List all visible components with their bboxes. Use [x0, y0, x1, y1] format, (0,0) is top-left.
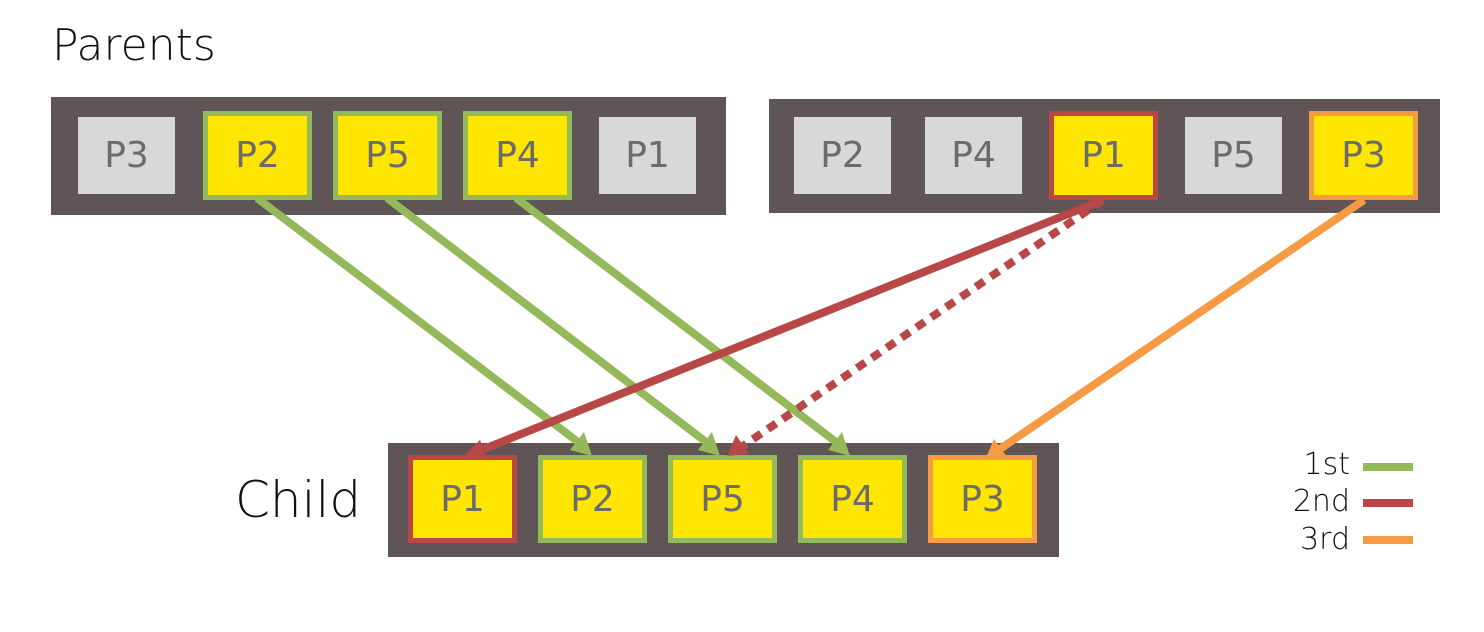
legend-label-third: 3rd [1300, 522, 1350, 557]
legend-swatch-first [1363, 463, 1413, 471]
parent-a-cell: P4 [463, 111, 572, 200]
child-cell: P4 [798, 455, 907, 543]
legend-label-second: 2nd [1292, 484, 1350, 519]
legend-swatch-second [1363, 499, 1413, 507]
parent-b-cell: P5 [1185, 117, 1282, 194]
arrow-p2-first [254, 194, 581, 446]
arrow-p4-first [513, 194, 839, 446]
parent-a-cell: P3 [78, 117, 175, 194]
legend-swatch-third [1363, 536, 1413, 544]
parents-title: Parents [52, 20, 216, 71]
parent-b-cell: P3 [1309, 111, 1418, 200]
child-cell: P5 [668, 455, 777, 543]
parent-a-cell: P2 [203, 111, 312, 200]
arrow-p1-second [482, 196, 1105, 453]
child-cell: P2 [538, 455, 647, 543]
child-cell: P1 [408, 455, 517, 543]
child-cell: P3 [928, 455, 1037, 543]
parent-a-cell: P5 [333, 111, 442, 200]
arrow-p5-first [384, 194, 709, 446]
arrow-p1-second-dotted [740, 196, 1106, 450]
parent-b-cell: P1 [1049, 111, 1158, 200]
legend-label-first: 1st [1303, 447, 1350, 482]
parent-b-cell: P4 [925, 117, 1022, 194]
child-title: Child [235, 471, 362, 529]
parent-a-cell: P1 [599, 117, 696, 194]
arrow-p3-third [997, 196, 1367, 453]
parent-b-cell: P2 [794, 117, 891, 194]
